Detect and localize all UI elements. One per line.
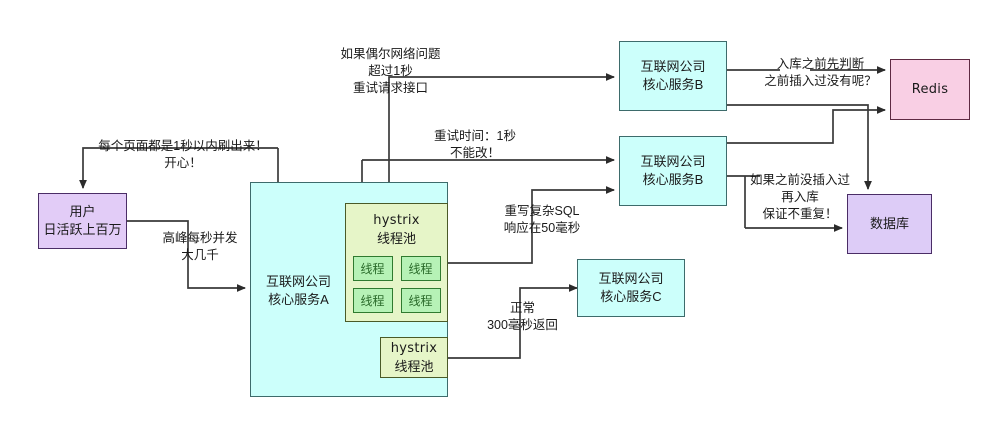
label-retry-time: 重试时间：1秒 不能改！: [415, 128, 535, 162]
label-peak-qps: 高峰每秒并发 大几千: [145, 230, 255, 264]
node-service-a-line1: 互联网公司: [265, 273, 331, 289]
label-insert-if-absent-line3: 保证不重复！: [762, 206, 838, 221]
label-rewrite-sql-line1: 重写复杂SQL: [504, 204, 580, 218]
node-hystrix-pool-small[interactable]: hystrix 线程池: [380, 337, 448, 378]
label-page-fast-line2: 开心！: [164, 155, 202, 170]
label-normal-return-line2: 300毫秒返回: [487, 317, 558, 332]
node-service-b-mid[interactable]: 互联网公司 核心服务B: [619, 136, 727, 206]
thread-chip-label: 线程: [408, 293, 433, 308]
label-insert-if-absent: 如果之前没插入过 再入库 保证不重复！: [735, 172, 865, 223]
pool-main-line2: 线程池: [376, 230, 416, 246]
thread-chip-label: 线程: [408, 261, 433, 276]
pool-main-line1: hystrix: [373, 213, 420, 228]
node-user-line1: 用户: [69, 204, 96, 220]
label-peak-qps-line1: 高峰每秒并发: [162, 231, 238, 245]
node-service-c[interactable]: 互联网公司 核心服务C: [577, 259, 685, 317]
node-hystrix-pool-main[interactable]: hystrix 线程池 线程 线程 线程 线程: [345, 203, 448, 322]
label-retry-time-line1: 重试时间：1秒: [434, 129, 516, 143]
label-retry-on-network: 如果偶尔网络问题 超过1秒 重试请求接口: [313, 46, 468, 97]
pool-small-line1: hystrix: [390, 340, 438, 356]
pool-small-line2: 线程池: [394, 358, 434, 374]
label-rewrite-sql-line2: 响应在50毫秒: [503, 220, 581, 235]
node-service-c-line1: 互联网公司: [598, 271, 664, 287]
node-database-label: 数据库: [869, 216, 909, 232]
label-retry-on-network-line3: 重试请求接口: [352, 80, 428, 95]
node-service-b-top[interactable]: 互联网公司 核心服务B: [619, 41, 727, 111]
label-page-fast: 每个页面都是1秒以内刷出来！ 开心！: [88, 138, 278, 172]
label-normal-return-line1: 正常: [509, 301, 535, 315]
node-redis-label: Redis: [911, 81, 949, 97]
node-service-b-top-line2: 核心服务B: [642, 77, 704, 92]
label-insert-if-absent-line1: 如果之前没插入过: [749, 173, 850, 187]
thread-chip-label: 线程: [360, 261, 385, 276]
label-retry-on-network-line2: 超过1秒: [368, 63, 413, 78]
label-check-before-insert-line1: 入库之前先判断: [776, 57, 865, 71]
label-retry-time-line2: 不能改！: [449, 145, 500, 160]
node-database[interactable]: 数据库: [847, 194, 932, 254]
node-service-b-mid-line2: 核心服务B: [642, 172, 704, 187]
label-rewrite-sql: 重写复杂SQL 响应在50毫秒: [487, 203, 597, 237]
label-peak-qps-line2: 大几千: [181, 247, 219, 262]
node-service-b-top-line1: 互联网公司: [640, 59, 706, 75]
node-service-b-mid-line1: 互联网公司: [640, 154, 706, 170]
thread-chip-label: 线程: [360, 293, 385, 308]
node-user[interactable]: 用户 日活跃上百万: [38, 193, 127, 249]
thread-chip[interactable]: 线程: [400, 288, 441, 314]
node-redis[interactable]: Redis: [890, 59, 970, 120]
label-check-before-insert: 入库之前先判断 之前插入过没有呢？: [748, 56, 893, 90]
thread-chip[interactable]: 线程: [400, 256, 441, 282]
label-insert-if-absent-line2: 再入库: [781, 189, 819, 204]
node-service-c-line2: 核心服务C: [600, 289, 662, 304]
label-page-fast-line1: 每个页面都是1秒以内刷出来！: [98, 139, 268, 153]
thread-chip[interactable]: 线程: [352, 256, 393, 282]
node-service-a-line2: 核心服务A: [268, 291, 329, 307]
label-retry-on-network-line1: 如果偶尔网络问题: [340, 47, 441, 61]
label-normal-return: 正常 300毫秒返回: [470, 300, 575, 334]
node-user-line2: 日活跃上百万: [43, 222, 122, 237]
label-check-before-insert-line2: 之前插入过没有呢？: [764, 73, 877, 88]
thread-chip[interactable]: 线程: [352, 288, 393, 314]
